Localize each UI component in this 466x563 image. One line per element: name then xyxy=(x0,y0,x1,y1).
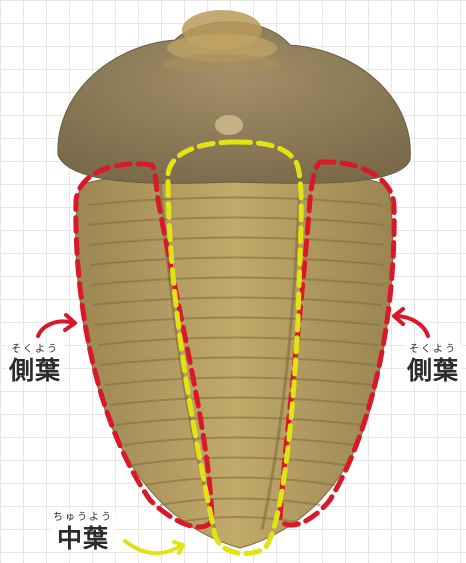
central-lobe-label: ちゅうよう 中葉 xyxy=(50,513,116,551)
central-lobe-reading: ちゅうよう xyxy=(53,513,113,523)
right-side-lobe-text: 側葉 xyxy=(407,358,459,383)
right-side-lobe-reading: そくよう xyxy=(407,345,459,355)
left-side-lobe-reading: そくよう xyxy=(9,345,61,355)
left-arrow xyxy=(38,315,75,336)
right-side-lobe-label: そくよう 側葉 xyxy=(404,345,462,383)
left-side-lobe-label: そくよう 側葉 xyxy=(6,345,64,383)
trilobite-body xyxy=(76,170,393,548)
left-side-lobe-text: 側葉 xyxy=(9,358,61,383)
center-arrow xyxy=(125,541,183,553)
central-lobe-text: 中葉 xyxy=(53,526,113,551)
right-arrow xyxy=(394,309,428,336)
